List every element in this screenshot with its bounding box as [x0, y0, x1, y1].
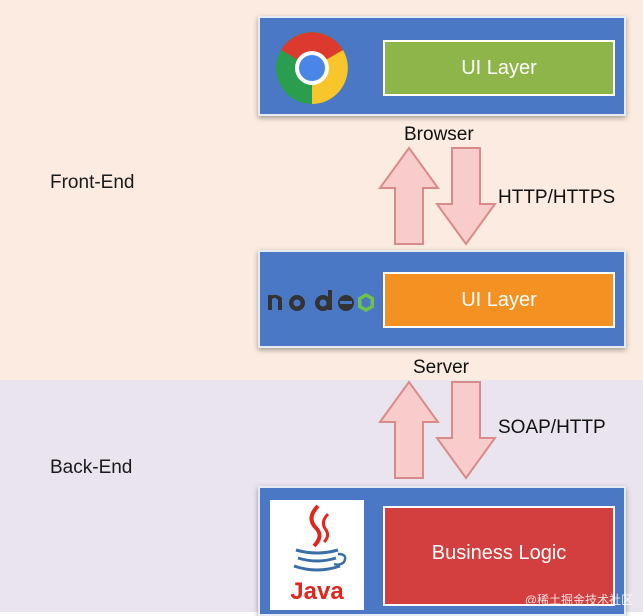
browser-tier-box: UI Layer — [258, 16, 626, 116]
front-end-label: Front-End — [50, 172, 135, 193]
back-end-label: Back-End — [50, 457, 133, 478]
server-ui-layer-label: UI Layer — [461, 288, 537, 311]
java-logo-text: Java — [290, 578, 344, 605]
server-caption: Server — [413, 357, 469, 378]
http-https-label: HTTP/HTTPS — [498, 187, 616, 208]
browser-ui-layer-label: UI Layer — [461, 56, 537, 79]
java-cup-icon — [293, 504, 347, 572]
nodejs-logo-icon — [268, 290, 374, 312]
down-arrow-icon — [435, 381, 497, 480]
browser-caption: Browser — [404, 124, 474, 145]
server-tier-box: UI Layer — [258, 250, 626, 348]
server-ui-layer: UI Layer — [383, 272, 615, 328]
down-arrow-icon — [435, 147, 497, 246]
business-logic-label: Business Logic — [431, 542, 567, 564]
java-logo: Java — [270, 500, 364, 610]
chrome-logo-icon — [276, 32, 348, 104]
browser-ui-layer: UI Layer — [383, 40, 615, 96]
soap-http-label: SOAP/HTTP — [498, 417, 606, 438]
up-arrow-icon — [378, 380, 440, 479]
business-logic-layer: Business Logic — [383, 506, 615, 606]
watermark: @稀土掘金技术社区 — [524, 593, 633, 607]
up-arrow-icon — [378, 146, 440, 245]
